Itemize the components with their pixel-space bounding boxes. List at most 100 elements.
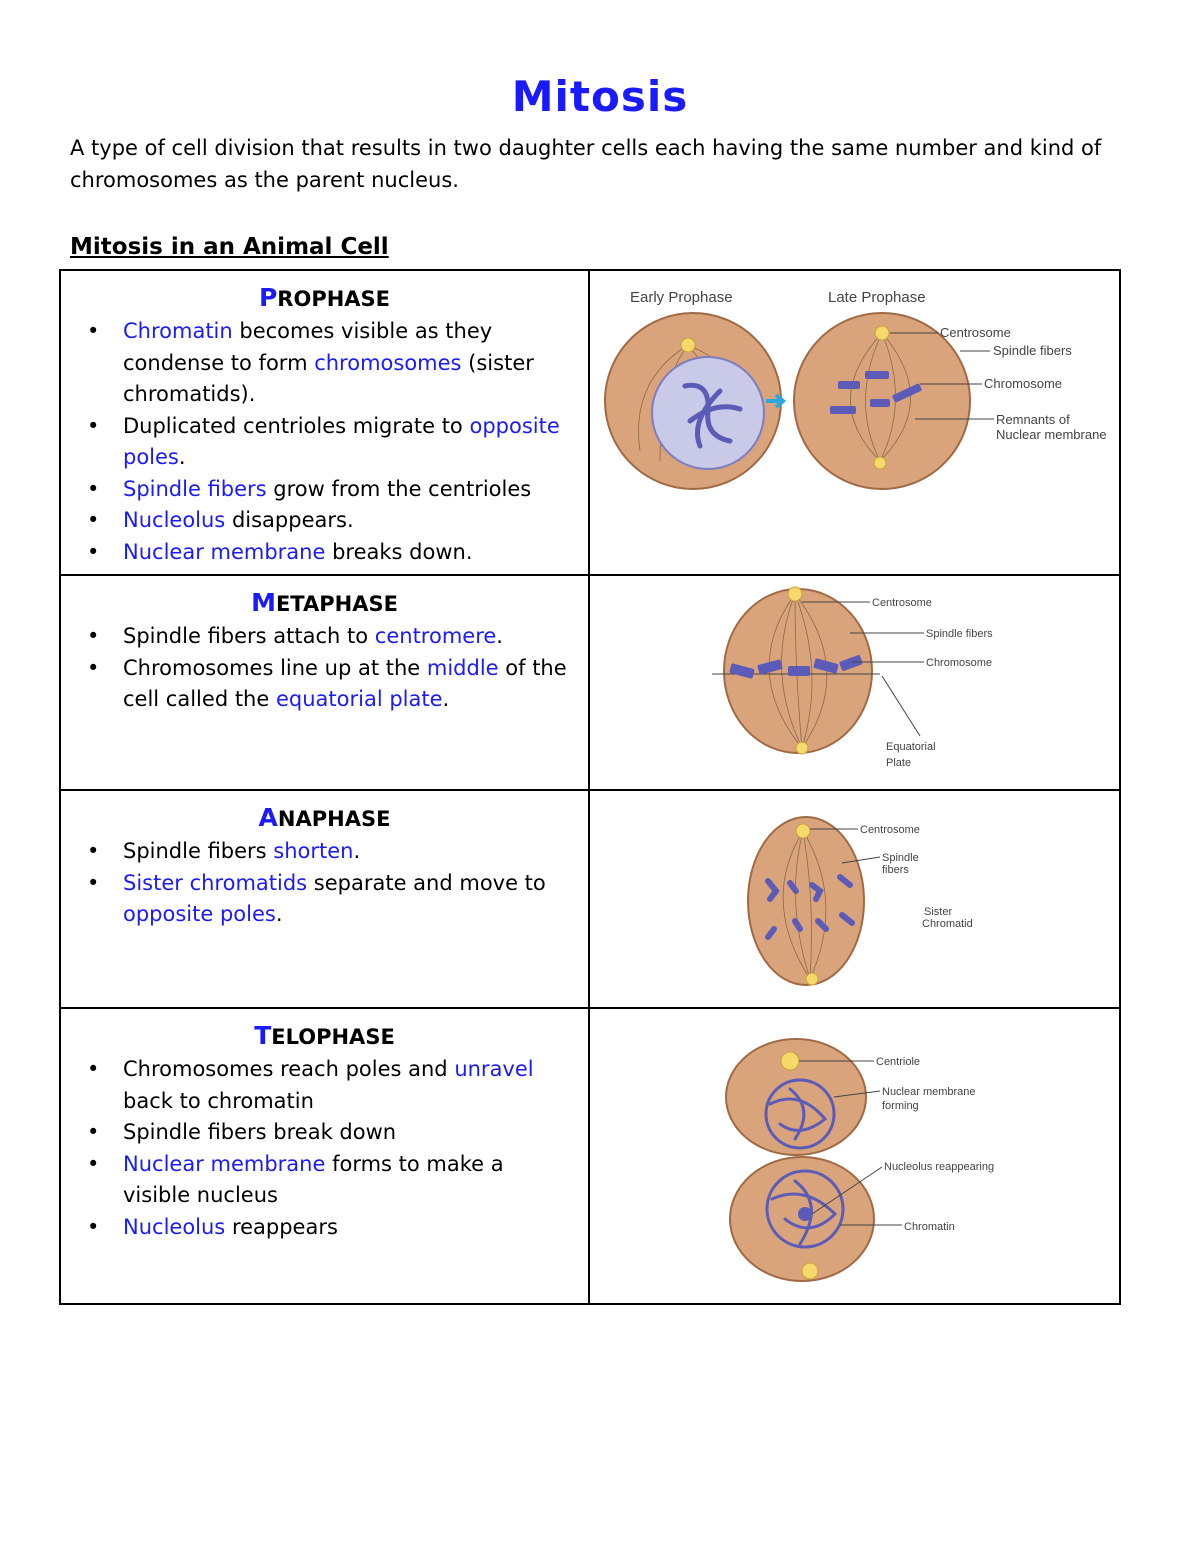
table-row: METAPHASE Spindle fibers attach to centr… [59, 574, 1121, 791]
diagram-label: Centriole [876, 1056, 920, 1068]
highlighted-term: equatorial plate [275, 687, 443, 711]
highlighted-term: chromosomes [314, 350, 462, 375]
diagram-label: Nucleolus reappearing [884, 1161, 994, 1173]
diagram-label: Remnants of [996, 412, 1070, 427]
bullet-item: Spindle fibers grow from the centrioles [87, 474, 576, 506]
centriole [801, 1262, 819, 1280]
diagram-label: Sister [924, 906, 952, 918]
bullet-item: Chromatin becomes visible as they conden… [87, 316, 576, 411]
bullet-text: separate and move to [307, 870, 546, 895]
anaphase-figure-cell: Centrosome Spindle fibers Sister Chromat… [588, 789, 1121, 1009]
diagram-label: Nuclear membrane [882, 1086, 976, 1098]
highlighted-term: Nuclear membrane [123, 539, 326, 564]
bullet-item: Nucleolus reappears [87, 1212, 576, 1244]
telophase-diagram: Centriole Nuclear membrane forming Nucle… [725, 1038, 994, 1282]
bullet-text: Chromosomes line up at the [123, 655, 427, 680]
bullet-item: Spindle fibers attach to centromere. [87, 621, 576, 653]
highlighted-term: Sister chromatids [123, 870, 308, 895]
table-row: ANAPHASE Spindle fibers shorten.Sister c… [59, 789, 1121, 1009]
chromatin [764, 1078, 845, 1249]
label-leaders [890, 332, 994, 420]
diagram-label: Spindle fibers [926, 628, 993, 640]
bullet-text: grow from the centrioles [266, 476, 532, 501]
diagram-label: Nuclear membrane [996, 427, 1107, 442]
bullet-text: reappears [225, 1214, 338, 1239]
label-leaders [810, 828, 881, 864]
centrosome [787, 586, 803, 602]
highlighted-term: shorten [273, 839, 354, 863]
bullet-item: Nucleolus disappears. [87, 505, 576, 537]
diagram-label: forming [882, 1100, 919, 1112]
prophase-text-cell: PROPHASE Chromatin becomes visible as th… [59, 269, 590, 576]
diagram-label: Chromosome [984, 376, 1062, 391]
bullet-list: Spindle fibers attach to centromere.Chro… [61, 621, 588, 716]
phase-heading-metaphase: METAPHASE [251, 588, 398, 617]
diagram-label: Centrosome [860, 824, 920, 836]
page-title: Mitosis [511, 72, 689, 121]
anaphase-diagram: Centrosome Spindle fibers Sister Chromat… [747, 816, 973, 986]
spindle-fibers [782, 830, 827, 980]
metaphase-figure-cell: Centrosome Spindle fibers Chromosome Equ… [588, 574, 1121, 791]
definition-text: A type of cell division that results in … [70, 136, 1102, 192]
anaphase-text-cell: ANAPHASE Spindle fibers shorten.Sister c… [59, 789, 590, 1009]
bullet-text: disappears. [225, 508, 354, 532]
highlighted-term: centromere [374, 624, 497, 648]
mitosis-phases-table: PROPHASE Chromatin becomes visible as th… [59, 269, 1121, 1305]
bullet-text: . [442, 687, 450, 711]
progress-arrow-icon [766, 393, 787, 409]
chromatin [682, 382, 743, 449]
phase-heading-telophase: TELOPHASE [254, 1021, 395, 1050]
early-prophase-label: Early Prophase [630, 289, 733, 306]
bullet-text: of the cell called the [123, 655, 567, 712]
bullet-item: Duplicated centrioles migrate to opposit… [87, 411, 576, 474]
late-prophase-label: Late Prophase [828, 289, 926, 306]
highlighted-term: opposite poles [123, 413, 560, 470]
highlighted-term: Nucleolus [123, 508, 226, 532]
metaphase-text-cell: METAPHASE Spindle fibers attach to centr… [59, 574, 590, 791]
highlighted-term: Nucleolus [123, 1214, 226, 1239]
bullet-text: back to chromatin [123, 1088, 314, 1113]
metaphase-diagram: Centrosome Spindle fibers Chromosome Equ… [712, 586, 993, 769]
bullet-list: Chromosomes reach poles and unravel back… [61, 1054, 588, 1243]
spindle-fibers [850, 332, 911, 462]
bullet-item: Spindle fibers break down [87, 1117, 576, 1149]
bullet-text: . [496, 624, 503, 648]
bullet-item: Nuclear membrane breaks down. [87, 537, 576, 569]
diagram-label: Spindle [882, 852, 919, 864]
nucleolus [798, 1207, 812, 1221]
highlighted-term: Nuclear membrane [123, 1151, 326, 1176]
bullet-text: . [275, 902, 283, 926]
cell-body [747, 816, 865, 986]
bullet-item: Spindle fibers shorten. [87, 836, 576, 868]
highlighted-term: opposite poles [123, 902, 276, 926]
diagram-label: Plate [886, 757, 911, 769]
telophase-text-cell: TELOPHASE Chromosomes reach poles and un… [59, 1007, 590, 1305]
centrosome [680, 337, 696, 353]
highlighted-term: Chromatin [123, 319, 233, 343]
bullet-list: Chromatin becomes visible as they conden… [61, 316, 588, 568]
highlighted-term: Spindle fibers [123, 476, 267, 501]
bullet-text: Spindle fibers attach to [123, 624, 375, 648]
centriole [780, 1051, 800, 1071]
bullet-text: Spindle fibers break down [123, 1120, 397, 1144]
diagram-label: Centrosome [940, 325, 1011, 340]
label-leaders [799, 1060, 902, 1226]
bullet-text: breaks down. [325, 539, 473, 564]
table-row: PROPHASE Chromatin becomes visible as th… [59, 269, 1121, 576]
highlighted-term: middle [426, 655, 499, 680]
bullet-item: Chromosomes line up at the middle of the… [87, 653, 576, 716]
bullet-text: Chromosomes reach poles and [123, 1057, 455, 1081]
bullet-item: Sister chromatids separate and move to o… [87, 868, 576, 931]
bullet-text: Duplicated centrioles migrate to [123, 413, 470, 438]
diagram-label: Spindle fibers [993, 343, 1072, 358]
diagram-label: Chromosome [926, 657, 992, 669]
centrosome [874, 325, 890, 341]
centrosome [873, 456, 887, 470]
phase-heading-prophase: PROPHASE [258, 283, 391, 312]
telophase-figure-cell: Centriole Nuclear membrane forming Nucle… [588, 1007, 1121, 1305]
bullet-item: Nuclear membrane forms to make a visible… [87, 1149, 576, 1212]
phase-heading-anaphase: ANAPHASE [258, 803, 391, 832]
bullet-text: forms to make a visible nucleus [123, 1151, 504, 1208]
centrosome [805, 972, 819, 986]
bullet-text: becomes visible as they condense to form [123, 319, 493, 375]
